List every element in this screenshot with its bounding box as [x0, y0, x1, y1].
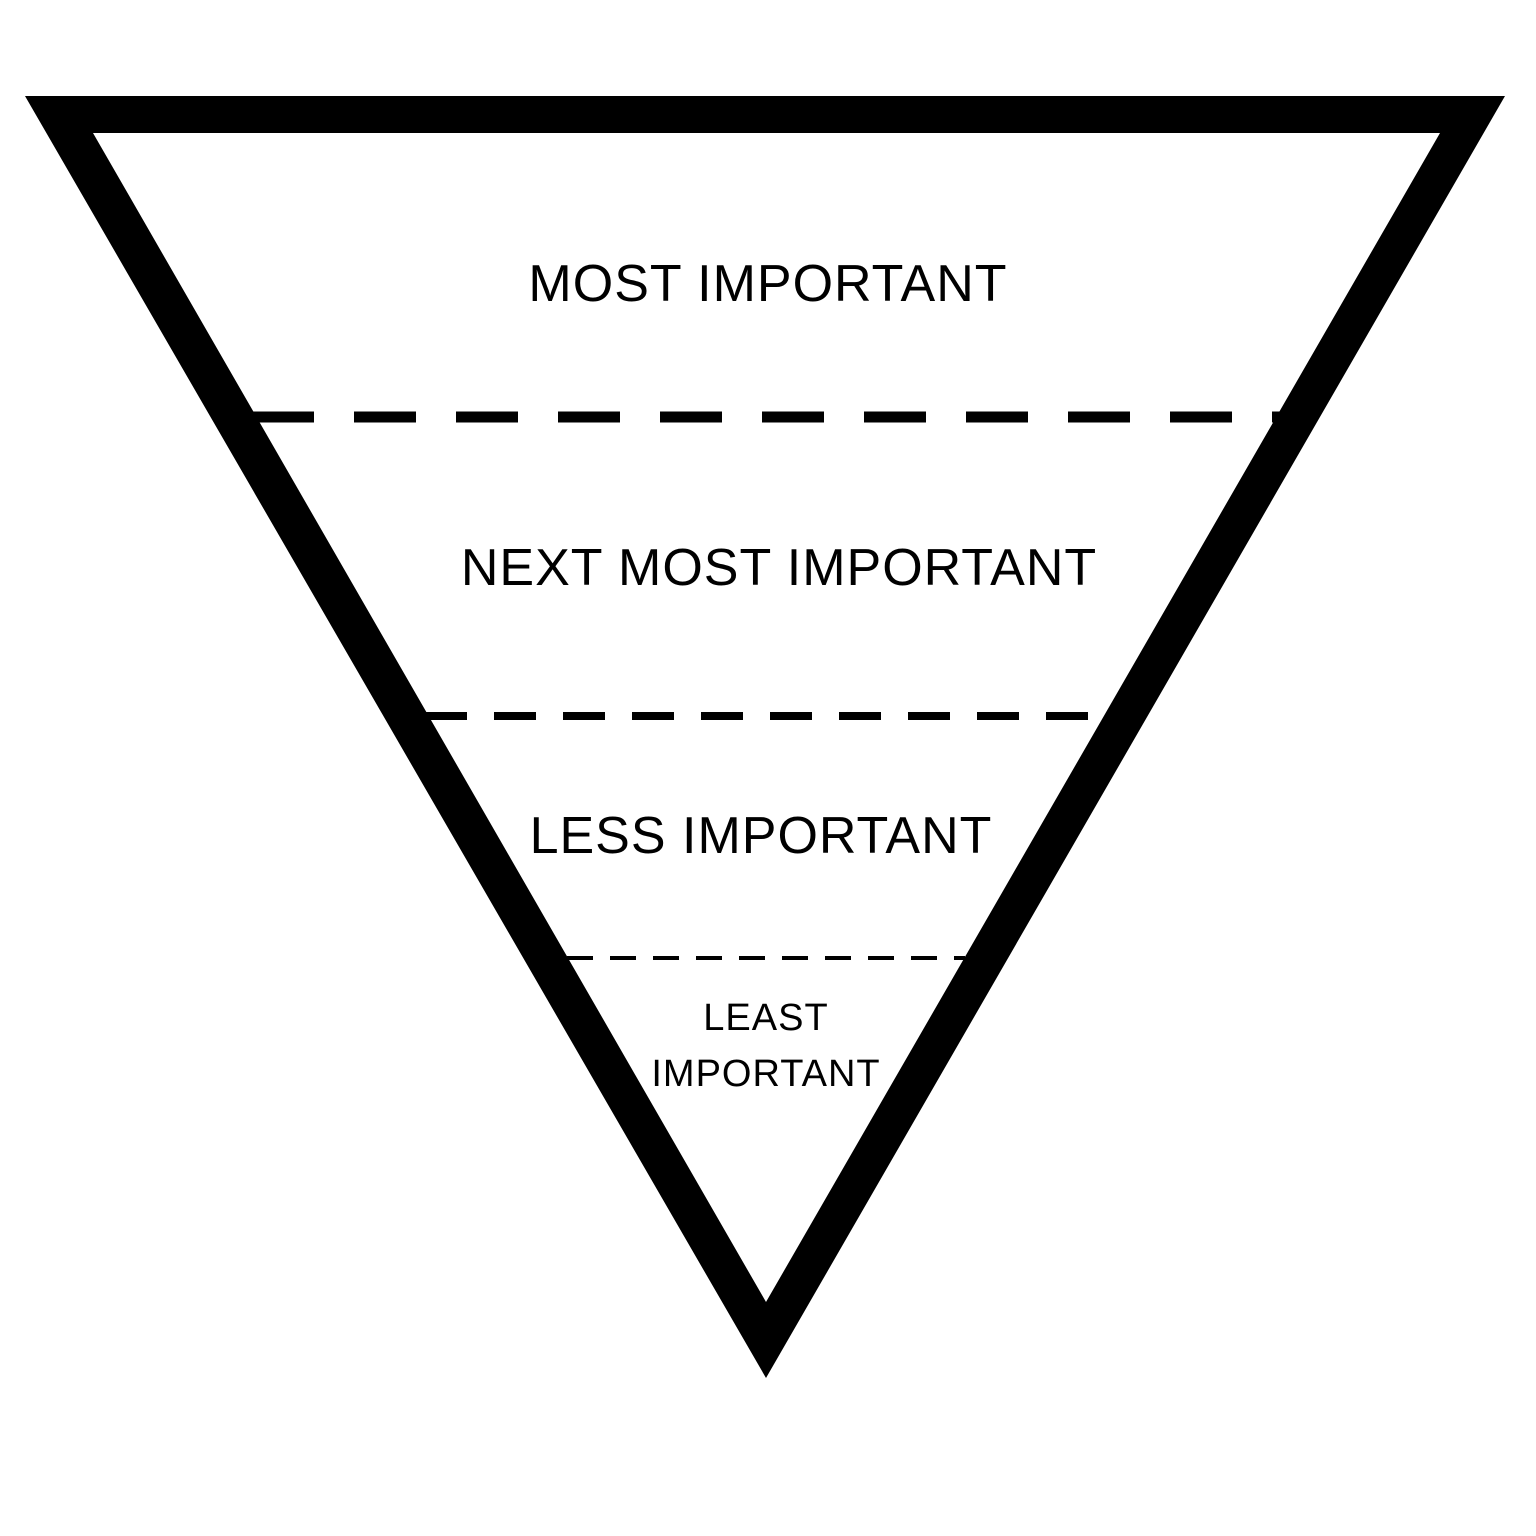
tier-least-important-label: LEAST IMPORTANT	[651, 997, 881, 1095]
tier-most-important-label: MOST IMPORTANT	[528, 255, 1008, 313]
tier-next-most-important-label: NEXT MOST IMPORTANT	[460, 539, 1098, 597]
tier-less-important-label: LESS IMPORTANT	[529, 807, 993, 865]
